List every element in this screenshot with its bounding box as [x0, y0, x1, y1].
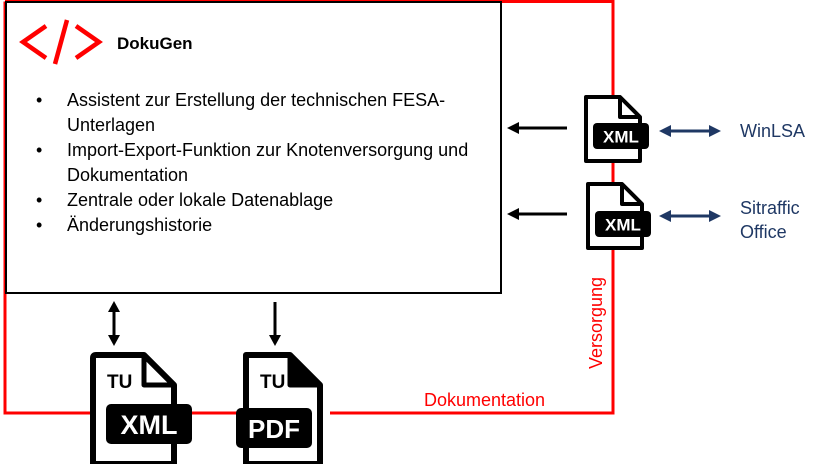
feature-item: • Änderungshistorie	[30, 213, 470, 238]
bullet: •	[36, 90, 43, 110]
feature-item: • Assistent zur Erstellung der technische…	[30, 88, 470, 138]
feature-text: Assistent zur Erstellung der technischen…	[67, 90, 446, 135]
system-sitraffic-line1: Sitraffic	[740, 198, 800, 218]
xml-file-icon: XML	[582, 93, 652, 165]
arrow-left-icon	[507, 208, 567, 220]
pdf-file-icon: TU PDF	[234, 352, 330, 467]
feature-text: Zentrale oder lokale Datenablage	[67, 190, 334, 210]
arrow-down-icon	[269, 302, 281, 346]
xml-file-icon: XML	[584, 180, 654, 252]
arrow-left-icon	[507, 122, 567, 134]
app-title: DokuGen	[117, 34, 193, 53]
double-arrow-icon	[659, 210, 721, 222]
label-dokumentation: Dokumentation	[424, 390, 546, 410]
code-brackets-icon	[19, 19, 103, 65]
bullet: •	[36, 190, 43, 210]
feature-list: • Assistent zur Erstellung der technische…	[30, 88, 470, 238]
feature-item: • Zentrale oder lokale Datenablage	[30, 188, 470, 213]
system-sitraffic-line2: Office	[740, 222, 787, 242]
bullet: •	[36, 215, 43, 235]
xml-badge: XML	[121, 410, 178, 440]
import-arrows	[507, 122, 567, 220]
exchange-arrows	[659, 125, 721, 222]
pdf-badge: PDF	[248, 414, 300, 444]
feature-text: Import-Export-Funktion zur Knotenversorg…	[67, 140, 469, 185]
feature-item: • Import-Export-Funktion zur Knotenversor…	[30, 138, 470, 188]
tu-label: TU	[260, 372, 285, 393]
output-arrows	[108, 301, 281, 346]
tu-label: TU	[107, 372, 132, 393]
bullet: •	[36, 140, 43, 160]
system-winlsa: WinLSA	[740, 121, 806, 141]
feature-text: Änderungshistorie	[67, 215, 213, 235]
xml-badge: XML	[605, 216, 641, 235]
double-arrow-vertical-icon	[108, 301, 120, 346]
xml-file-icon: TU XML	[88, 352, 198, 467]
label-versorgung: Versorgung	[586, 276, 606, 370]
xml-badge: XML	[603, 128, 639, 147]
double-arrow-icon	[659, 125, 721, 137]
